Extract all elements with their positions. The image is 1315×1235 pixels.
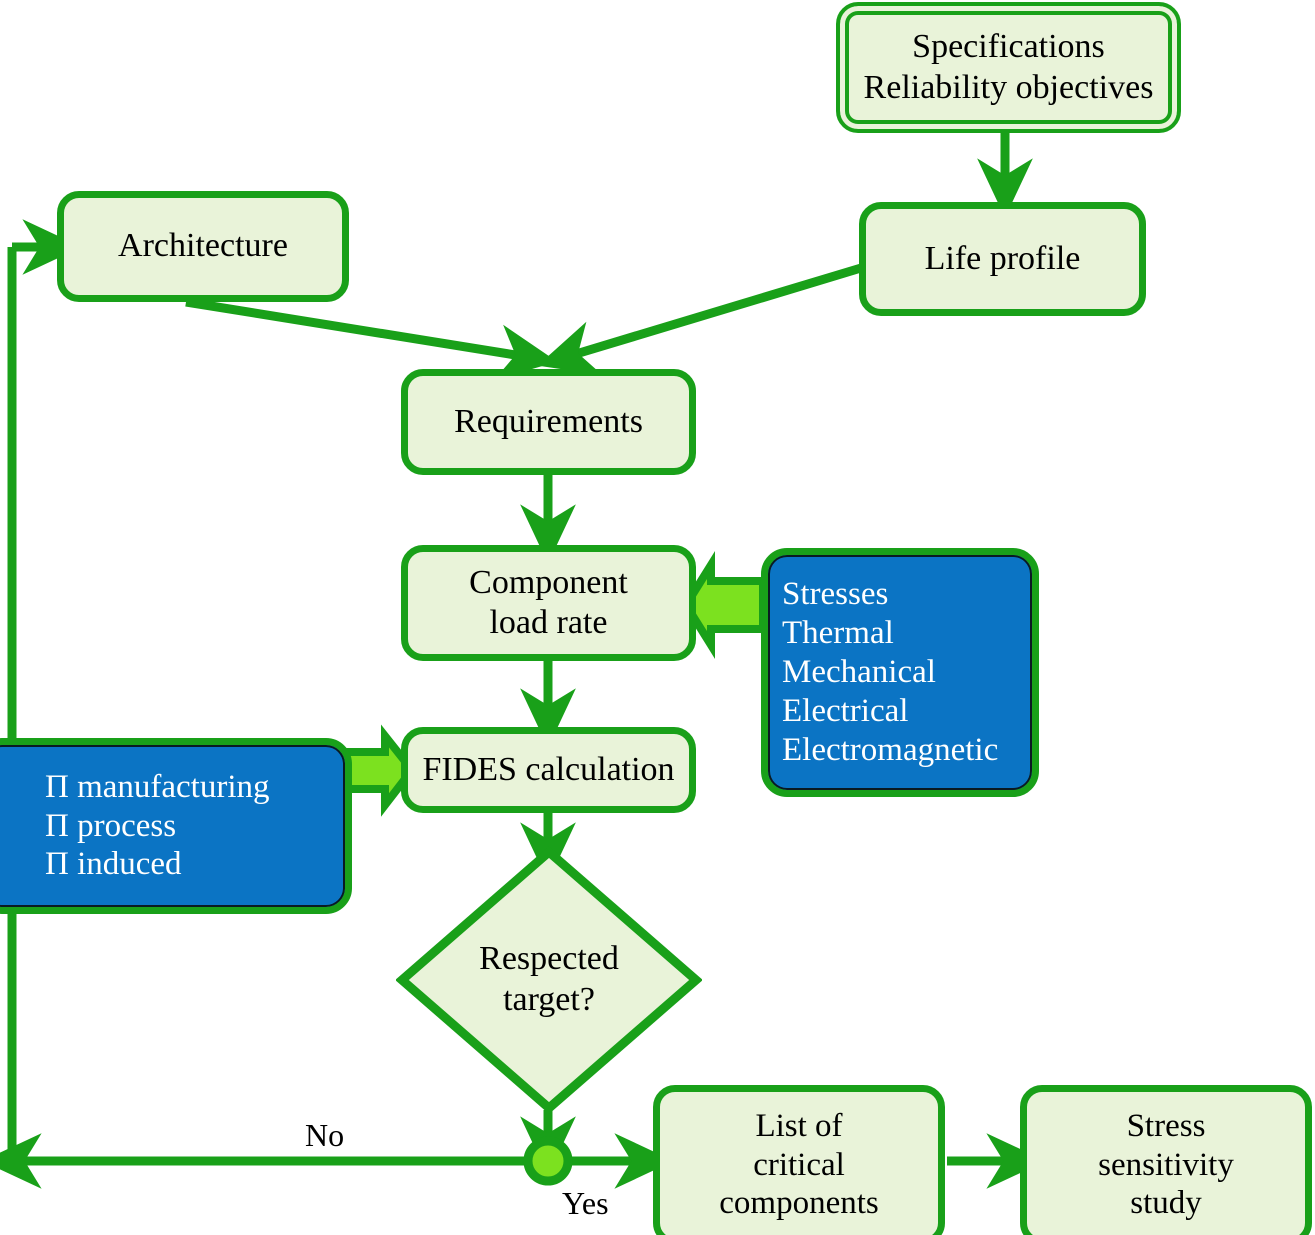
node-stress-sensitivity-study-line1: Stress (1126, 1107, 1206, 1144)
edge-architecture-to-requirements (185, 297, 558, 380)
node-stresses-line-3: Electrical (782, 692, 909, 729)
node-fides-calculation-label: FIDES calculation (422, 750, 675, 788)
node-stresses-line-4: Electromagnetic (782, 731, 999, 768)
edge-label-no: No (305, 1117, 345, 1153)
node-stresses-line-1: Thermal (782, 615, 894, 652)
block-arrow-stresses-to-component-load-rate (681, 551, 767, 659)
node-respected-target[interactable]: Respected target? (395, 846, 703, 1114)
node-stresses[interactable]: Stresses Thermal Mechanical Electrical E… (761, 548, 1039, 797)
node-pi-factors-line-0: Π manufacturing (45, 768, 270, 805)
node-pi-factors-line-1: Π process (45, 807, 177, 844)
node-architecture-label: Architecture (118, 227, 288, 265)
node-stress-sensitivity-study-line2: sensitivity (1098, 1146, 1234, 1183)
node-component-load-rate-line2: load rate (489, 604, 608, 641)
node-stresses-line-0: Stresses (782, 576, 889, 613)
node-list-critical-components[interactable]: List of critical components (653, 1085, 945, 1235)
node-specifications-line1: Specifications (912, 28, 1105, 66)
node-requirements-label: Requirements (454, 402, 643, 440)
edge-life-profile-to-requirements (537, 263, 863, 376)
edge-label-yes: Yes (562, 1185, 609, 1221)
node-component-load-rate[interactable]: Component load rate (401, 545, 696, 661)
node-specifications-line2: Reliability objectives (863, 68, 1154, 106)
node-requirements[interactable]: Requirements (401, 369, 696, 475)
node-life-profile-label: Life profile (924, 239, 1081, 277)
node-specifications[interactable]: Specifications Reliability objectives (836, 2, 1181, 133)
node-list-critical-components-line1: List of (755, 1107, 843, 1144)
node-component-load-rate-line1: Component (469, 563, 628, 601)
decision-junction-node (523, 1136, 573, 1186)
node-fides-calculation[interactable]: FIDES calculation (401, 727, 696, 813)
node-stress-sensitivity-study[interactable]: Stress sensitivity study (1020, 1085, 1312, 1235)
node-list-critical-components-line3: components (719, 1185, 879, 1222)
node-architecture[interactable]: Architecture (57, 191, 349, 302)
node-respected-target-text: Respected target? (396, 846, 702, 1114)
node-stress-sensitivity-study-line3: study (1130, 1185, 1202, 1222)
node-respected-target-line1: Respected (479, 940, 619, 978)
node-life-profile[interactable]: Life profile (859, 202, 1146, 316)
node-respected-target-line2: target? (503, 981, 595, 1018)
node-pi-factors-line-2: Π induced (45, 846, 182, 883)
node-list-critical-components-line2: critical (753, 1146, 845, 1183)
node-pi-factors[interactable]: Π manufacturing Π process Π induced (0, 738, 352, 914)
diamond-shape (395, 846, 703, 1114)
node-stresses-line-2: Mechanical (782, 654, 936, 691)
